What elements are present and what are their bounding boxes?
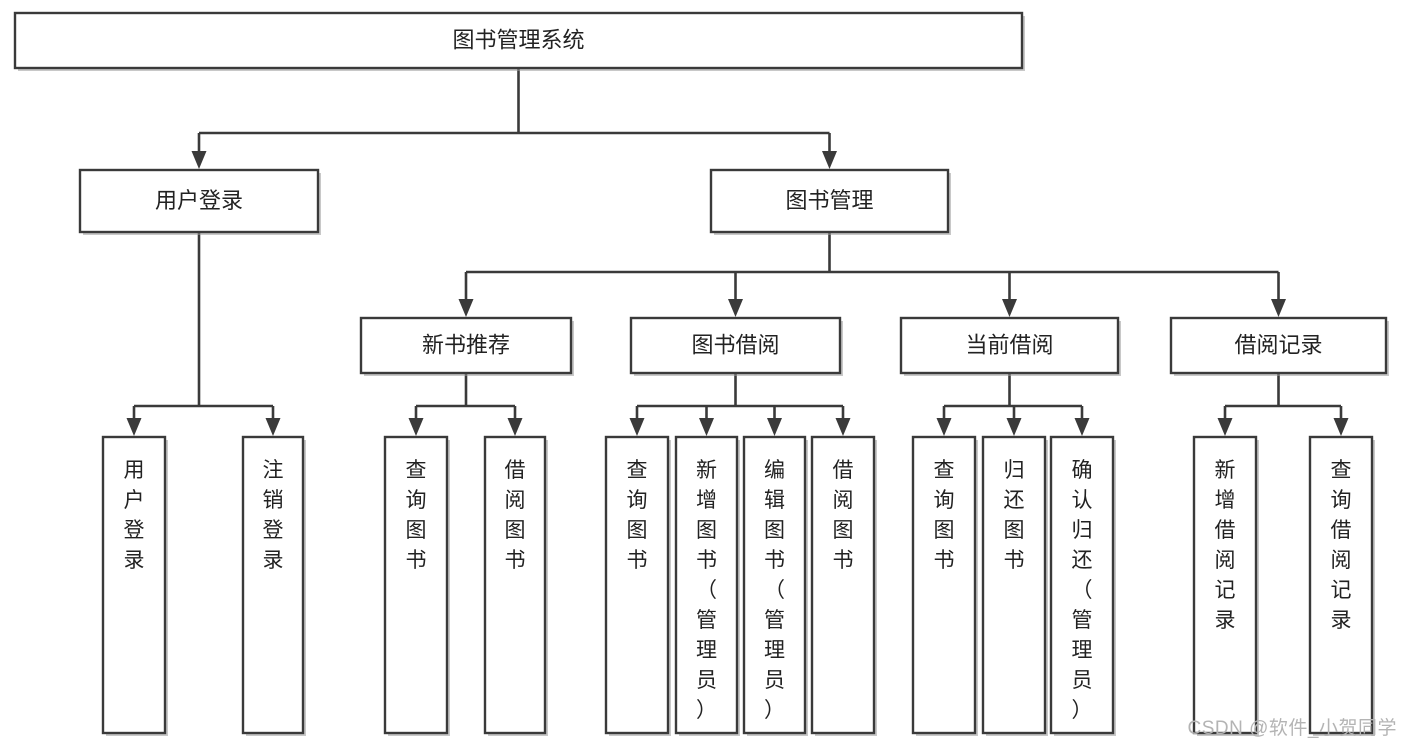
arrow-head-icon	[767, 418, 782, 436]
node-box	[78, 168, 320, 234]
node-label: 用户登录	[124, 459, 145, 572]
arrow-head-icon	[629, 418, 645, 436]
node-label: 用户登录	[155, 188, 243, 213]
node-box	[101, 435, 167, 735]
node-label: 归还图书	[1004, 459, 1025, 572]
arrow-head-icon	[1074, 418, 1090, 436]
node-box	[483, 435, 547, 735]
diagram-node[interactable]: 图书管理系统	[13, 11, 1025, 71]
node-box	[1308, 435, 1374, 735]
arrow-head-icon	[1333, 418, 1349, 436]
diagram-node[interactable]: 借阅图书	[483, 435, 548, 736]
diagram-node[interactable]: 查询图书	[911, 435, 978, 736]
node-box	[709, 168, 950, 234]
node-layer: 图书管理系统用户登录图书管理新书推荐图书借阅当前借阅借阅记录用户登录注销登录查询…	[13, 11, 1389, 736]
node-box	[1049, 435, 1115, 735]
node-label: 图书借阅	[691, 332, 779, 357]
node-box	[604, 435, 670, 735]
node-label: 借阅图书	[505, 459, 526, 572]
node-label: 新书推荐	[422, 332, 510, 357]
node-label: 借阅记录	[1234, 332, 1322, 357]
node-label: 查询借阅记录	[1331, 459, 1352, 632]
diagram-node[interactable]: 图书管理	[709, 168, 951, 235]
node-box	[674, 435, 739, 735]
diagram-node[interactable]: 借阅图书	[810, 435, 877, 736]
diagram-node[interactable]: 归还图书	[981, 435, 1048, 736]
arrow-head-icon	[126, 418, 142, 436]
node-label: 编辑图书（管理员）	[764, 459, 785, 722]
arrow-head-icon	[507, 418, 523, 436]
diagram-node[interactable]: 用户登录	[101, 435, 168, 736]
node-box	[911, 435, 977, 735]
connector-layer	[126, 68, 1349, 436]
node-label: 新增图书（管理员）	[696, 459, 717, 722]
diagram-node[interactable]: 图书借阅	[629, 316, 843, 376]
diagram-node[interactable]: 查询借阅记录	[1308, 435, 1375, 736]
node-box	[359, 316, 573, 375]
node-box	[13, 11, 1024, 70]
arrow-head-icon	[699, 418, 714, 436]
arrow-head-icon	[1006, 418, 1022, 436]
node-label: 借阅图书	[833, 459, 854, 572]
node-box	[981, 435, 1047, 735]
node-box	[742, 435, 807, 735]
node-box	[629, 316, 842, 375]
node-box	[241, 435, 305, 735]
node-label: 确认归还（管理员）	[1072, 459, 1093, 722]
arrow-head-icon	[936, 418, 952, 436]
arrow-head-icon	[822, 151, 837, 169]
node-label: 查询图书	[627, 459, 648, 572]
watermark-label: CSDN @软件_小贺同学	[1187, 718, 1397, 739]
arrow-head-icon	[1002, 299, 1017, 317]
diagram-node[interactable]: 编辑图书（管理员）	[742, 435, 808, 736]
node-label: 查询图书	[934, 459, 955, 572]
node-box	[899, 316, 1120, 375]
arrow-head-icon	[408, 418, 424, 436]
node-label: 注销登录	[263, 459, 284, 572]
diagram-node[interactable]: 用户登录	[78, 168, 321, 235]
diagram-node[interactable]: 新增图书（管理员）	[674, 435, 740, 736]
node-label: 查询图书	[406, 459, 427, 572]
diagram-node[interactable]: 当前借阅	[899, 316, 1121, 376]
arrow-head-icon	[265, 418, 281, 436]
arrow-head-icon	[728, 299, 743, 317]
diagram-node[interactable]: 新增借阅记录	[1192, 435, 1259, 736]
node-box	[1192, 435, 1258, 735]
diagram-node[interactable]: 确认归还（管理员）	[1049, 435, 1116, 736]
diagram-node[interactable]: 注销登录	[241, 435, 306, 736]
diagram-node[interactable]: 新书推荐	[359, 316, 574, 376]
node-label: 图书管理	[785, 188, 873, 213]
arrow-head-icon	[458, 299, 474, 317]
node-label: 新增借阅记录	[1215, 459, 1236, 632]
diagram-node[interactable]: 查询图书	[383, 435, 450, 736]
arrow-head-icon	[1217, 418, 1233, 436]
arrow-head-icon	[191, 151, 207, 169]
arrow-head-icon	[835, 418, 851, 436]
node-box	[383, 435, 449, 735]
diagram-node[interactable]: 查询图书	[604, 435, 671, 736]
node-box	[1169, 316, 1388, 375]
diagram-node[interactable]: 借阅记录	[1169, 316, 1389, 376]
node-label: 当前借阅	[965, 332, 1053, 357]
node-box	[810, 435, 876, 735]
arrow-head-icon	[1271, 299, 1286, 317]
node-label: 图书管理系统	[452, 27, 584, 52]
